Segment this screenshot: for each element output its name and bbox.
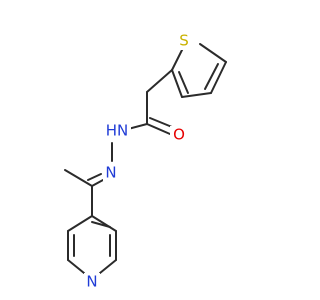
bond-n-cimine	[91, 179, 104, 187]
bond-py-c5-c4	[91, 215, 117, 232]
bond-carbonyl-nh	[127, 123, 148, 130]
bond-cimine-methyl	[64, 169, 93, 187]
oxygen-atom-label: O	[173, 126, 185, 144]
bond-carbonyl-o	[146, 123, 171, 135]
imine-nitrogen-atom-label: N	[105, 164, 116, 182]
sulfur-atom-label: S	[179, 32, 189, 50]
hydrazide-nh-atom-label: HN	[106, 122, 129, 140]
bond-py-n-c6	[99, 259, 117, 274]
bond-thienyl-ch2	[146, 69, 173, 93]
molecule-structure-diagram: S O HN N N	[64, 32, 227, 291]
bond-carbonyl-o-double	[149, 117, 173, 128]
bond-py-c2-n	[67, 259, 85, 274]
bond-c2-c3-double	[178, 71, 189, 94]
bond-c4-c5-double	[204, 63, 219, 90]
bond-py-c4-c3	[67, 215, 93, 232]
bond-n-cimine-double	[87, 173, 102, 181]
bond-c4-c5	[210, 61, 227, 94]
bond-layer	[64, 41, 227, 274]
bond-c5-s	[199, 43, 227, 63]
bond-c2-c3	[171, 69, 183, 98]
bond-py-c5-c4-double	[91, 221, 111, 228]
atom-label-layer: S O HN N N	[84, 32, 192, 291]
pyridine-nitrogen-atom-label: N	[86, 273, 97, 291]
bond-c3-c4	[181, 92, 212, 98]
